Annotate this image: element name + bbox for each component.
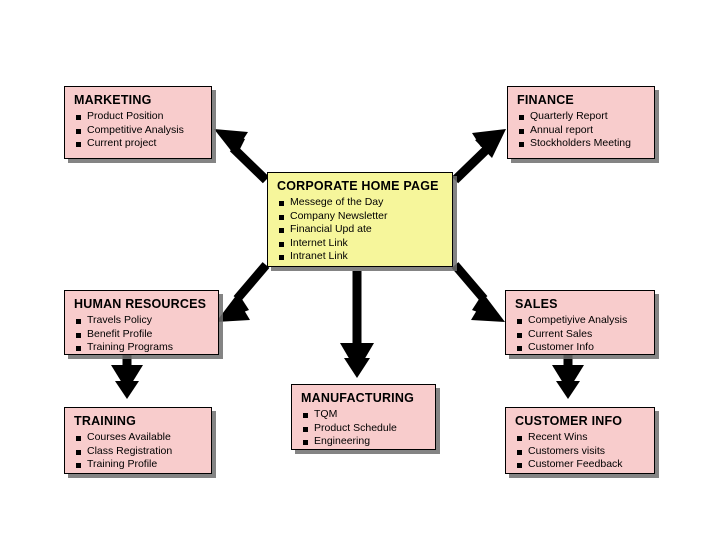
list-item[interactable]: Quarterly Report [517, 110, 646, 124]
list-item[interactable]: Messege of the Day [277, 196, 444, 210]
node-training-items: Courses Available Class Registration Tra… [74, 431, 203, 472]
list-item[interactable]: Courses Available [74, 431, 203, 445]
node-finance[interactable]: FINANCE Quarterly Report Annual report S… [507, 86, 655, 159]
node-sales-title: SALES [515, 297, 558, 311]
list-item[interactable]: Customers visits [515, 445, 646, 459]
connector-sales-to-customer-info [552, 355, 584, 399]
node-sales[interactable]: SALES Competiyive Analysis Current Sales… [505, 290, 655, 355]
node-manufacturing-title: MANUFACTURING [301, 391, 415, 405]
node-corporate-home-page[interactable]: CORPORATE HOME PAGE Messege of the Day C… [267, 172, 453, 267]
list-item[interactable]: Current project [74, 137, 203, 151]
node-human-resources-title: HUMAN RESOURCES [74, 297, 207, 311]
node-training[interactable]: TRAINING Courses Available Class Registr… [64, 407, 212, 474]
list-item[interactable]: TQM [301, 408, 427, 422]
connector-corporate-to-sales [451, 262, 505, 322]
list-item[interactable]: Competitive Analysis [74, 124, 203, 138]
list-item[interactable]: Internet Link [277, 237, 444, 251]
list-item[interactable]: Customer Feedback [515, 458, 646, 472]
node-human-resources-items: Travels Policy Benefit Profile Training … [74, 314, 210, 355]
connector-corporate-to-finance [451, 129, 506, 184]
list-item[interactable]: Company Newsletter [277, 210, 444, 224]
connector-corporate-to-manufacturing [340, 271, 374, 378]
list-item[interactable]: Travels Policy [74, 314, 210, 328]
list-item[interactable]: Financial Upd ate [277, 223, 444, 237]
node-sales-items: Competiyive Analysis Current Sales Custo… [515, 314, 646, 355]
connector-corporate-to-human-resources [216, 262, 270, 322]
node-human-resources[interactable]: HUMAN RESOURCES Travels Policy Benefit P… [64, 290, 219, 355]
list-item[interactable]: Benefit Profile [74, 328, 210, 342]
node-marketing-items: Product Position Competitive Analysis Cu… [74, 110, 203, 151]
list-item[interactable]: Current Sales [515, 328, 646, 342]
node-finance-items: Quarterly Report Annual report Stockhold… [517, 110, 646, 151]
node-manufacturing-items: TQM Product Schedule Engineering [301, 408, 427, 449]
list-item[interactable]: Training Programs [74, 341, 210, 355]
list-item[interactable]: Annual report [517, 124, 646, 138]
node-customer-info-title: CUSTOMER INFO [515, 414, 623, 428]
list-item[interactable]: Product Schedule [301, 422, 427, 436]
list-item[interactable]: Recent Wins [515, 431, 646, 445]
list-item[interactable]: Customer Info [515, 341, 646, 355]
node-customer-info[interactable]: CUSTOMER INFO Recent Wins Customers visi… [505, 407, 655, 474]
node-corporate-home-page-title: CORPORATE HOME PAGE [277, 179, 439, 193]
list-item[interactable]: Class Registration [74, 445, 203, 459]
list-item[interactable]: Competiyive Analysis [515, 314, 646, 328]
list-item[interactable]: Engineering [301, 435, 427, 449]
node-marketing-title: MARKETING [74, 93, 152, 107]
node-finance-title: FINANCE [517, 93, 574, 107]
connector-human-resources-to-training [111, 355, 143, 399]
connector-corporate-to-marketing [214, 129, 270, 184]
node-manufacturing[interactable]: MANUFACTURING TQM Product Schedule Engin… [291, 384, 436, 450]
list-item[interactable]: Product Position [74, 110, 203, 124]
node-corporate-home-page-items: Messege of the Day Company Newsletter Fi… [277, 196, 444, 264]
node-training-title: TRAINING [74, 414, 137, 428]
list-item[interactable]: Stockholders Meeting [517, 137, 646, 151]
list-item[interactable]: Training Profile [74, 458, 203, 472]
list-item[interactable]: Intranet Link [277, 250, 444, 264]
node-marketing[interactable]: MARKETING Product Position Competitive A… [64, 86, 212, 159]
node-customer-info-items: Recent Wins Customers visits Customer Fe… [515, 431, 646, 472]
